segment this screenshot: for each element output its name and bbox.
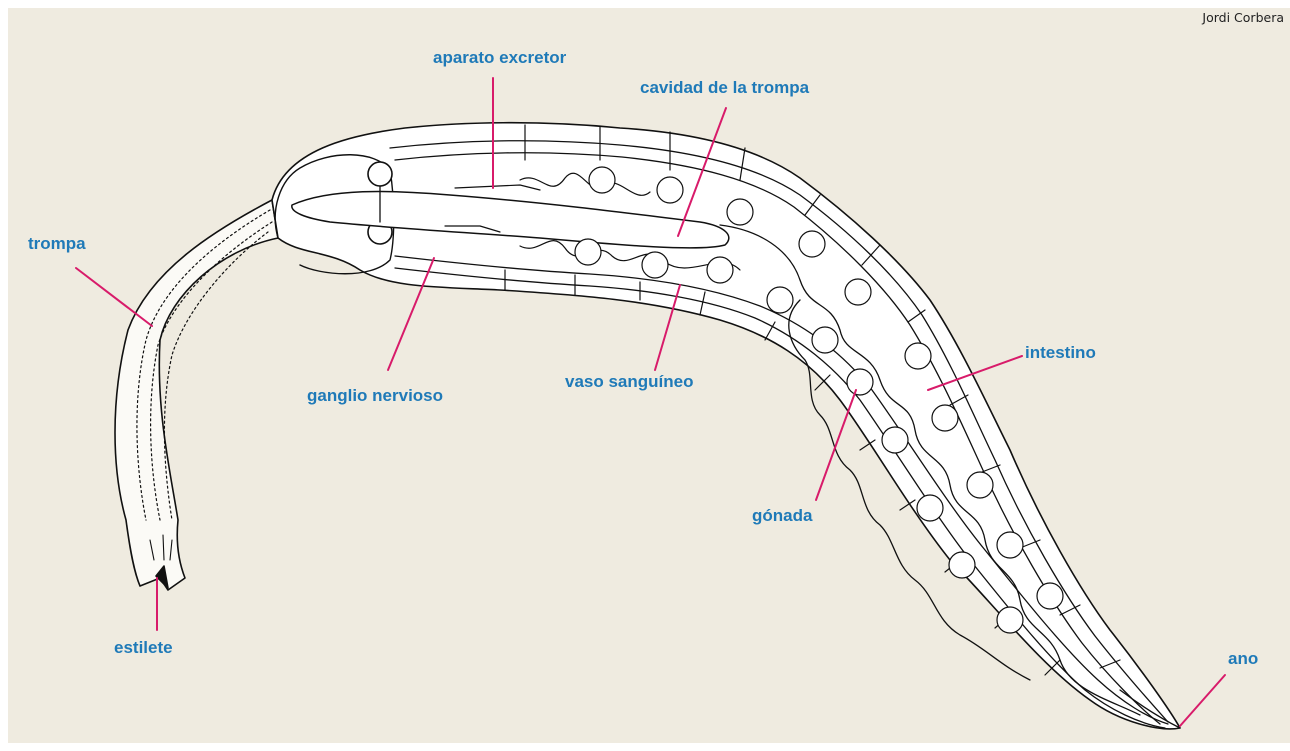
label-ganglio-nervioso: ganglio nervioso	[307, 386, 443, 406]
label-estilete: estilete	[114, 638, 173, 658]
label-trompa: trompa	[28, 234, 86, 254]
credit-text: Jordi Corbera	[1202, 10, 1284, 25]
label-ano: ano	[1228, 649, 1258, 669]
label-gonada: gónada	[752, 506, 812, 526]
label-vaso-sanguineo: vaso sanguíneo	[565, 372, 693, 392]
proboscis-drawing	[115, 200, 278, 590]
label-cavidad-trompa: cavidad de la trompa	[640, 78, 809, 98]
label-intestino: intestino	[1025, 343, 1096, 363]
worm-body-drawing	[272, 123, 1180, 729]
label-aparato-excretor: aparato excretor	[433, 48, 566, 68]
